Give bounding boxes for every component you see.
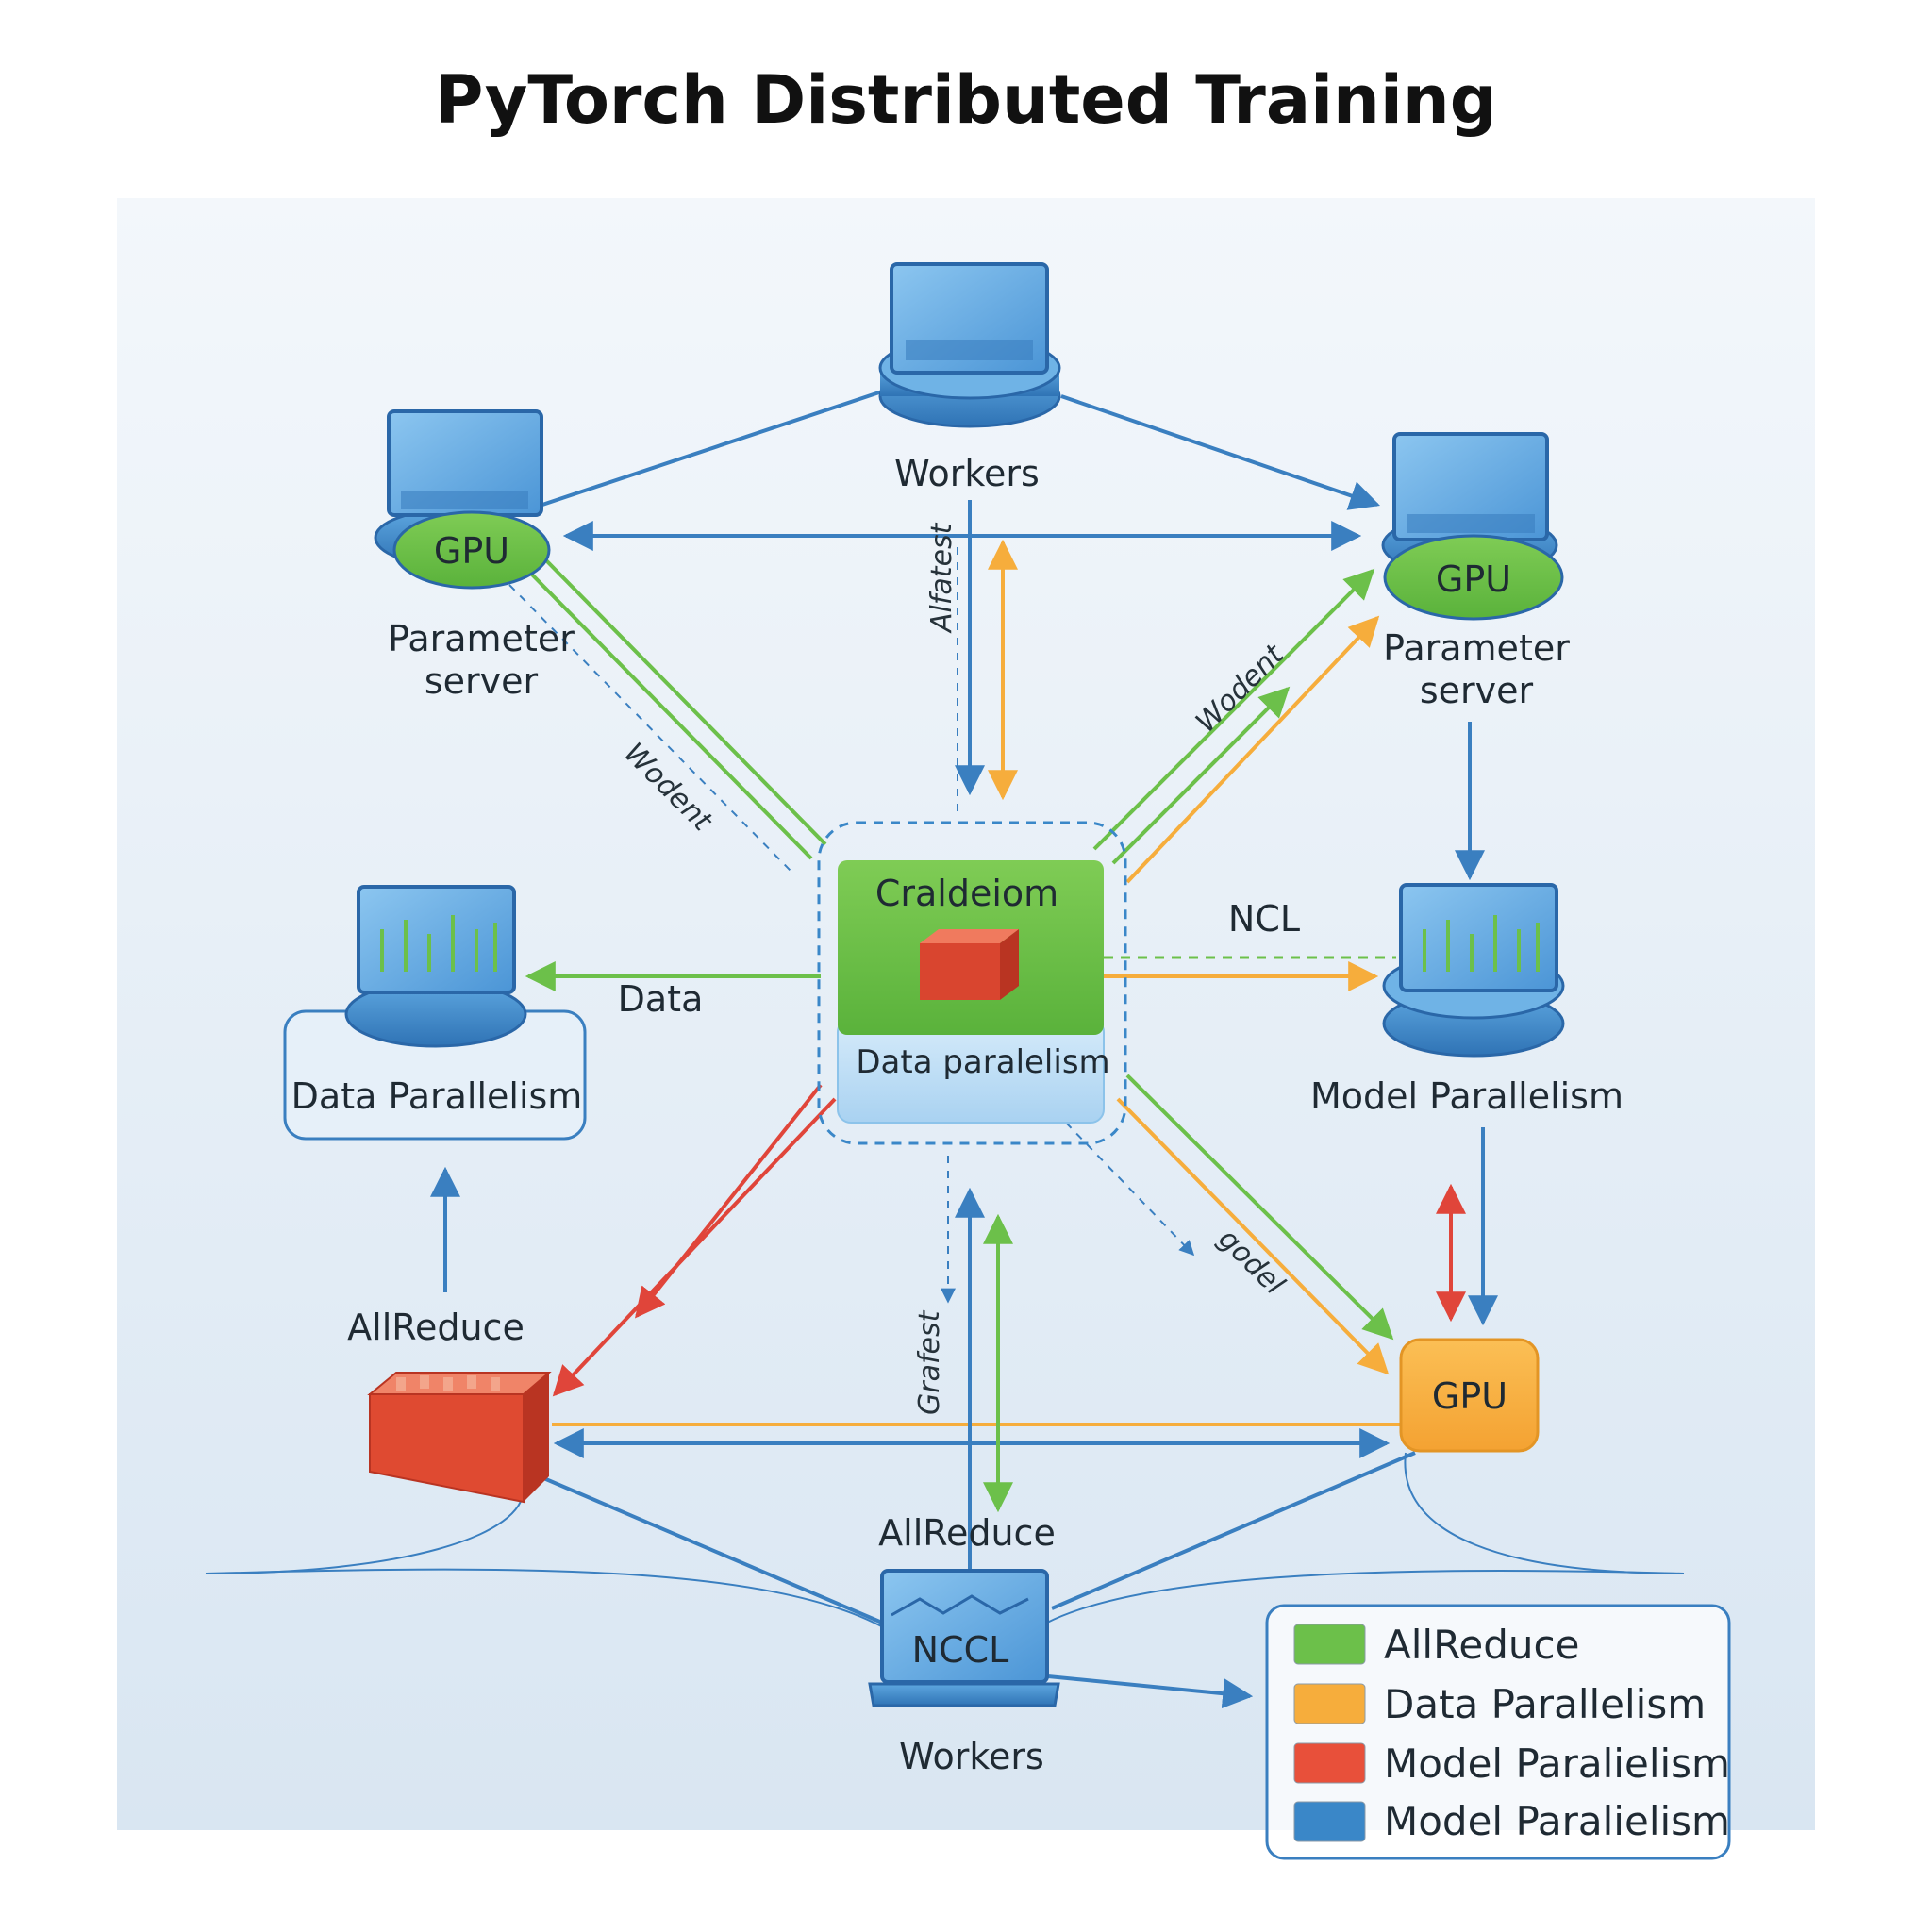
edge-label-grafest: Grafest xyxy=(913,1309,946,1415)
gpu-bottom-right-node xyxy=(1399,1338,1540,1453)
gpu-left-node xyxy=(374,409,551,590)
gpu-chip-icon xyxy=(392,510,551,590)
curve-right-2 xyxy=(1046,1569,1685,1624)
diagram-title: PyTorch Distributed Training xyxy=(435,61,1497,139)
gpu-chip-icon xyxy=(1383,534,1564,621)
edge-label-ncl: NCL xyxy=(1228,898,1300,940)
legend: AllReduce Data Parallelism Model Paralie… xyxy=(1265,1604,1731,1860)
legend-box xyxy=(1265,1604,1731,1860)
data-parallelism-label: Data Parallelism xyxy=(291,1075,583,1117)
legend-label-0: AllReduce xyxy=(1384,1622,1579,1668)
allreduce-cube-icon xyxy=(367,1372,552,1504)
edge-left-green-2 xyxy=(526,569,813,860)
edge-right-orange xyxy=(1125,615,1380,884)
legend-swatch-data-parallelism xyxy=(1293,1683,1366,1724)
edge-left-green-1 xyxy=(541,555,827,846)
center-bottom-label: Data paralelism xyxy=(856,1043,1109,1081)
edge-red-1 xyxy=(552,1097,837,1397)
param-server-right-line2: server xyxy=(1420,670,1534,711)
legend-label-2: Model Paralielism xyxy=(1384,1740,1730,1787)
edge-workers-to-left-gpu xyxy=(527,390,883,511)
processor-cube-icon xyxy=(920,929,1019,1000)
edge-green-to-gpu xyxy=(1125,1074,1394,1341)
edge-right-green-2 xyxy=(1111,686,1291,865)
model-parallelism-node xyxy=(1382,883,1565,1058)
edge-gpu-to-nccl xyxy=(1051,1451,1416,1610)
legend-swatch-model-parallelism-red xyxy=(1293,1742,1366,1784)
nccl-label: NCCL xyxy=(912,1629,1009,1671)
center-top-label: Craldeiom xyxy=(875,873,1058,914)
curve-left-2 xyxy=(205,1568,892,1633)
gpu-bottom-right-label: GPU xyxy=(1432,1375,1507,1417)
edge-right-green-1 xyxy=(1092,568,1375,851)
allreduce-left-label: AllReduce xyxy=(347,1307,525,1348)
workers-top-node xyxy=(878,262,1061,428)
edges xyxy=(205,390,1685,1709)
gpu-right-label: GPU xyxy=(1436,558,1511,600)
gpu-right-node xyxy=(1381,432,1564,621)
edge-left-dashed xyxy=(508,584,793,874)
workers-bottom-label: Workers xyxy=(899,1736,1044,1777)
edge-allreduce-to-nccl xyxy=(527,1470,883,1624)
param-server-right-line1: Parameter xyxy=(1383,627,1570,669)
legend-label-1: Data Parallelism xyxy=(1384,1681,1706,1727)
model-parallelism-label: Model Parallelism xyxy=(1310,1075,1624,1117)
workers-top-label: Workers xyxy=(894,453,1040,494)
gpu-left-label: GPU xyxy=(434,530,509,572)
nccl-node xyxy=(868,1569,1060,1707)
param-server-left-line2: server xyxy=(425,660,539,702)
param-server-left-line1: Parameter xyxy=(388,618,575,659)
edge-red-2 xyxy=(635,1083,823,1319)
allreduce-bottom-label: AllReduce xyxy=(878,1512,1056,1554)
center-node xyxy=(817,821,1127,1145)
edge-label-alfatest: Alfatest xyxy=(925,522,958,634)
legend-swatch-model-parallelism-blue xyxy=(1293,1801,1366,1842)
edge-label-data: Data xyxy=(618,978,704,1020)
legend-swatch-allreduce xyxy=(1293,1624,1366,1665)
legend-label-3: Model Paralielism xyxy=(1384,1798,1730,1844)
edge-workers-to-right-gpu xyxy=(1060,394,1381,510)
laptop-icon xyxy=(880,1569,1049,1684)
data-parallelism-node xyxy=(283,885,587,1141)
edge-orange-to-gpu xyxy=(1116,1097,1390,1375)
